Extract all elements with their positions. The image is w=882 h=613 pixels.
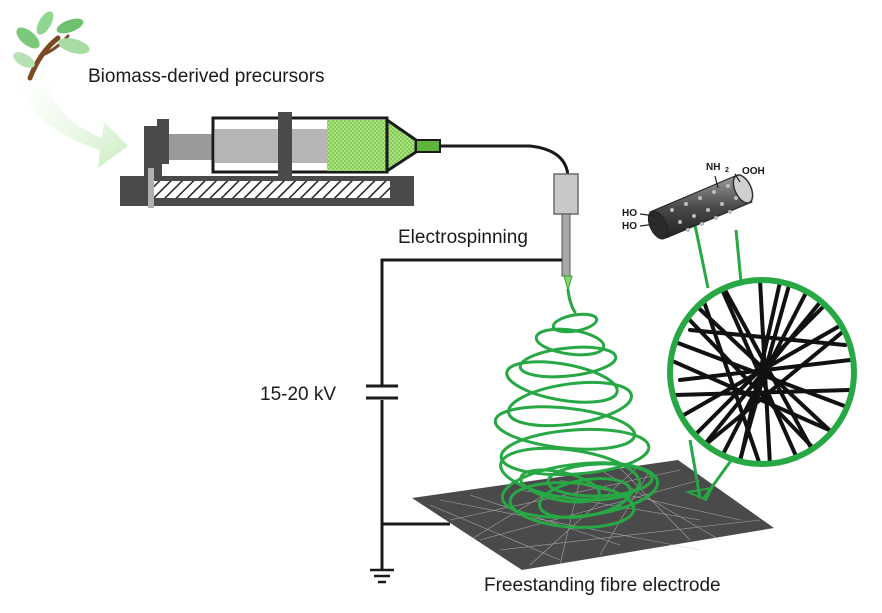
magnified-fibers-icon (667, 277, 857, 467)
capacitor-icon (366, 384, 398, 400)
hydroxyl-label-1: HO (622, 208, 637, 219)
electrospinning-label: Electrospinning (398, 227, 528, 248)
amine-subscript: 2 (725, 167, 729, 174)
voltage-label: 15-20 kV (260, 384, 336, 405)
hydroxyl-label-2: HO (622, 221, 637, 232)
magnification-lines (688, 224, 743, 499)
zoom-origin-marker (684, 486, 714, 502)
leaf-icon (13, 11, 90, 81)
arrow-icon (18, 68, 128, 168)
amine-label: NH (706, 162, 720, 173)
syringe-pump-icon (120, 112, 441, 208)
electrode-label: Freestanding fibre electrode (484, 575, 721, 596)
feed-tube (440, 144, 570, 177)
spun-fiber-coil (493, 288, 660, 529)
precursors-label: Biomass-derived precursors (88, 66, 325, 87)
needle-icon (553, 173, 579, 292)
functionalized-fiber-icon (639, 173, 754, 240)
carboxyl-label: OOH (742, 166, 765, 177)
ground-icon (370, 568, 394, 584)
circuit-wires (380, 258, 562, 570)
